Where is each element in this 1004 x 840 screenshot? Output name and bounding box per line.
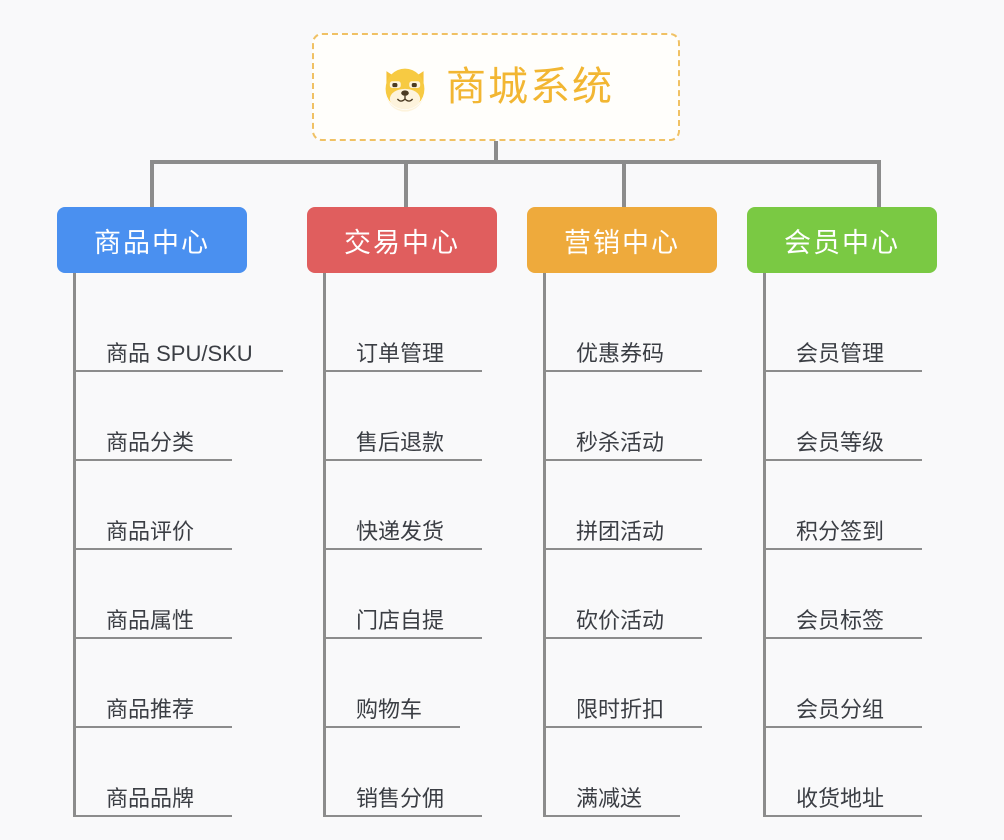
list-item-rule	[766, 548, 922, 550]
list-item-label: 快递发货	[356, 518, 445, 544]
connector-root-stub	[494, 141, 498, 164]
list-item[interactable]: 商品推荐	[76, 639, 247, 728]
list-item[interactable]: 商品 SPU/SKU	[76, 283, 283, 372]
list-item-rule	[76, 726, 232, 728]
list-item-label: 商品品牌	[106, 785, 195, 811]
list-item[interactable]: 销售分佣	[326, 728, 497, 817]
list-item-label: 购物车	[356, 696, 423, 722]
connector-drop-1	[404, 160, 408, 208]
root-title: 商城系统	[446, 65, 614, 109]
list-item-label: 会员管理	[796, 340, 885, 366]
list-item-rule	[766, 637, 922, 639]
list-item-label: 订单管理	[356, 340, 445, 366]
list-item[interactable]: 拼团活动	[546, 461, 717, 550]
list-item[interactable]: 商品评价	[76, 461, 247, 550]
list-item[interactable]: 快递发货	[326, 461, 497, 550]
list-item[interactable]: 会员管理	[766, 283, 937, 372]
list-item[interactable]: 商品分类	[76, 372, 247, 461]
list-item-rule	[766, 370, 922, 372]
list-item[interactable]: 砍价活动	[546, 550, 717, 639]
list-item-label: 商品属性	[106, 607, 195, 633]
column-header-label: 营销中心	[564, 227, 680, 258]
list-item[interactable]: 积分签到	[766, 461, 937, 550]
list-item-rule	[546, 815, 680, 817]
column-header-label: 会员中心	[784, 227, 900, 258]
column-header-product-center[interactable]: 商品中心	[57, 207, 247, 273]
column-header-marketing-center[interactable]: 营销中心	[527, 207, 717, 273]
list-item[interactable]: 满减送	[546, 728, 717, 817]
list-item[interactable]: 秒杀活动	[546, 372, 717, 461]
list-item-rule	[546, 459, 702, 461]
list-item-label: 满减送	[576, 785, 643, 811]
list-item-label: 积分签到	[796, 518, 885, 544]
column-member-center: 会员中心会员管理会员等级积分签到会员标签会员分组收货地址	[747, 207, 937, 817]
list-item[interactable]: 会员等级	[766, 372, 937, 461]
connector-drop-2	[622, 160, 626, 208]
list-item-rule	[766, 815, 922, 817]
column-product-center: 商品中心商品 SPU/SKU 商品分类商品评价商品属性商品推荐商品品牌	[57, 207, 283, 817]
list-item-label: 销售分佣	[356, 785, 445, 811]
list-item-label: 商品分类	[106, 429, 195, 455]
list-item-rule	[546, 370, 702, 372]
list-item-rule	[76, 548, 232, 550]
column-items-member-center: 会员管理会员等级积分签到会员标签会员分组收货地址	[763, 273, 937, 817]
column-items-product-center: 商品 SPU/SKU 商品分类商品评价商品属性商品推荐商品品牌	[73, 273, 283, 817]
list-item[interactable]: 商品属性	[76, 550, 247, 639]
list-item-rule	[546, 637, 702, 639]
list-item-rule	[766, 726, 922, 728]
list-item-label: 会员标签	[796, 607, 885, 633]
list-item-rule	[326, 459, 482, 461]
column-header-trade-center[interactable]: 交易中心	[307, 207, 497, 273]
connector-drop-0	[150, 160, 154, 208]
root-node[interactable]: 商城系统	[312, 33, 680, 141]
list-item-label: 会员分组	[796, 696, 885, 722]
list-item[interactable]: 售后退款	[326, 372, 497, 461]
list-item-label: 商品评价	[106, 518, 195, 544]
list-item-rule	[766, 459, 922, 461]
list-item-rule	[76, 637, 232, 639]
column-header-member-center[interactable]: 会员中心	[747, 207, 937, 273]
list-item-label: 商品推荐	[106, 696, 195, 722]
list-item[interactable]: 商品品牌	[76, 728, 247, 817]
list-item-rule	[76, 370, 283, 372]
list-item[interactable]: 订单管理	[326, 283, 497, 372]
list-item-rule	[326, 726, 460, 728]
list-item-rule	[326, 637, 482, 639]
list-item-rule	[326, 815, 482, 817]
list-item[interactable]: 会员标签	[766, 550, 937, 639]
column-header-label: 商品中心	[94, 227, 210, 258]
list-item-label: 售后退款	[356, 429, 445, 455]
column-marketing-center: 营销中心优惠券码秒杀活动拼团活动砍价活动限时折扣满减送	[527, 207, 717, 817]
list-item-label: 秒杀活动	[576, 429, 665, 455]
list-item-rule	[546, 548, 702, 550]
column-items-trade-center: 订单管理售后退款快递发货门店自提购物车销售分佣	[323, 273, 497, 817]
list-item-label: 优惠券码	[576, 340, 665, 366]
list-item-rule	[546, 726, 702, 728]
dog-face-icon	[378, 61, 432, 115]
list-item-rule	[76, 459, 232, 461]
list-item-label: 会员等级	[796, 429, 885, 455]
list-item-label: 拼团活动	[576, 518, 665, 544]
list-item[interactable]: 会员分组	[766, 639, 937, 728]
list-item[interactable]: 购物车	[326, 639, 497, 728]
list-item[interactable]: 收货地址	[766, 728, 937, 817]
column-header-label: 交易中心	[344, 227, 460, 258]
list-item-label: 收货地址	[796, 785, 885, 811]
list-item[interactable]: 限时折扣	[546, 639, 717, 728]
connector-drop-3	[877, 160, 881, 208]
connector-horizontal-bar	[150, 160, 881, 164]
list-item-label: 门店自提	[356, 607, 445, 633]
list-item-label: 限时折扣	[576, 696, 665, 722]
list-item-rule	[76, 815, 232, 817]
list-item-label: 砍价活动	[576, 607, 665, 633]
list-item[interactable]: 优惠券码	[546, 283, 717, 372]
list-item[interactable]: 门店自提	[326, 550, 497, 639]
list-item-rule	[326, 548, 482, 550]
list-item-rule	[326, 370, 482, 372]
column-trade-center: 交易中心订单管理售后退款快递发货门店自提购物车销售分佣	[307, 207, 497, 817]
list-item-label: 商品 SPU/SKU	[106, 340, 253, 366]
column-items-marketing-center: 优惠券码秒杀活动拼团活动砍价活动限时折扣满减送	[543, 273, 717, 817]
